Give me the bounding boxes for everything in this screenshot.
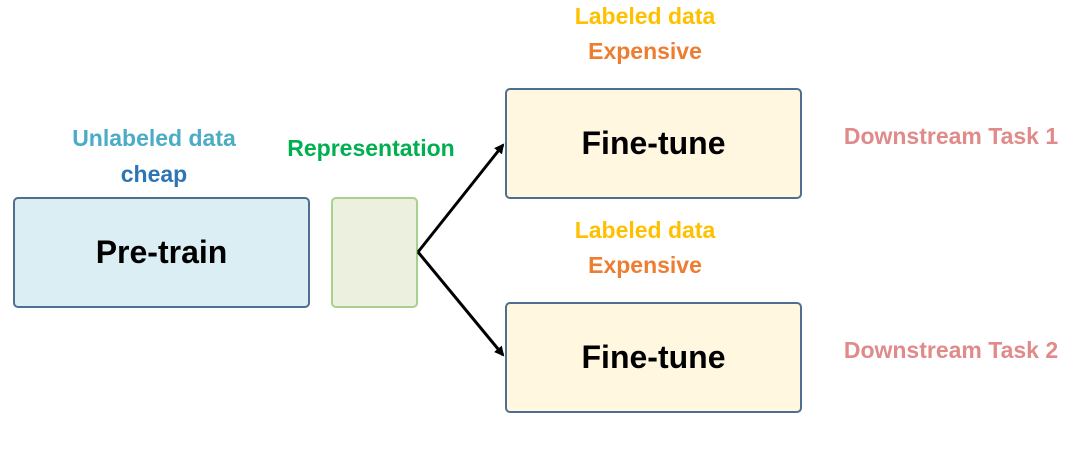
arrow-to-finetune-1 [416,143,505,253]
arrow-to-finetune-2 [416,251,505,357]
finetune-box-1: Fine-tune [505,88,802,199]
labeled-data-label-1: Labeled data [574,3,716,29]
downstream-task-2-label: Downstream Task 2 [843,337,1059,363]
expensive-label-2: Expensive [588,252,702,278]
representation-label: Representation [287,135,455,161]
representation-box [331,197,418,308]
unlabeled-data-label: Unlabeled data [72,125,236,151]
labeled-data-label-2: Labeled data [574,217,716,243]
expensive-label-1: Expensive [588,38,702,64]
downstream-task-1-label: Downstream Task 1 [843,123,1059,149]
finetune-box-2: Fine-tune [505,302,802,413]
cheap-label: cheap [120,161,188,187]
pretrain-box: Pre-train [13,197,310,308]
finetune-box-2-label: Fine-tune [581,339,726,375]
pretrain-box-label: Pre-train [95,234,228,270]
finetune-box-1-label: Fine-tune [581,125,726,161]
